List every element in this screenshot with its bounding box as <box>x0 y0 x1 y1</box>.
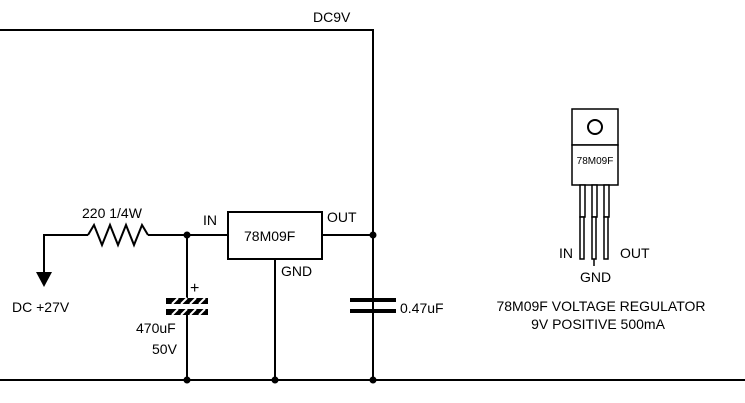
dc9v-rail-wire <box>0 29 374 380</box>
package-gnd-label: GND <box>580 269 611 285</box>
regulator-box <box>227 211 323 260</box>
input-source-arrow <box>36 234 88 287</box>
cap-small-label: 0.47uF <box>400 300 444 316</box>
package-leads <box>579 184 610 260</box>
package-in-label: IN <box>559 245 573 261</box>
cap-polarity-label: + <box>190 280 199 297</box>
out-pin-label: OUT <box>327 209 357 225</box>
input-source-label: DC +27V <box>12 299 70 315</box>
package-out-label: OUT <box>620 245 650 261</box>
cap-voltage-label: 50V <box>152 341 178 357</box>
mounting-hole-icon <box>587 119 603 135</box>
package-marking: 78M09F <box>577 156 614 167</box>
resistor-label: 220 1/4W <box>82 205 143 221</box>
package-title: 78M09F VOLTAGE REGULATOR <box>496 298 705 314</box>
dc9v-label: DC9V <box>313 9 351 25</box>
package-tab <box>571 108 619 146</box>
electrolytic-capacitor <box>166 297 208 316</box>
regulator-label: 78M09F <box>244 228 295 244</box>
package-subtitle: 9V POSITIVE 500mA <box>531 316 665 332</box>
ceramic-capacitor <box>350 298 396 313</box>
cap-value-label: 470uF <box>136 320 176 336</box>
gnd-pin-label: GND <box>281 263 312 279</box>
to220-package: 78M09F <box>571 108 619 266</box>
resistor-symbol <box>87 222 149 248</box>
in-pin-label: IN <box>203 212 217 228</box>
junction-dots <box>183 231 377 384</box>
